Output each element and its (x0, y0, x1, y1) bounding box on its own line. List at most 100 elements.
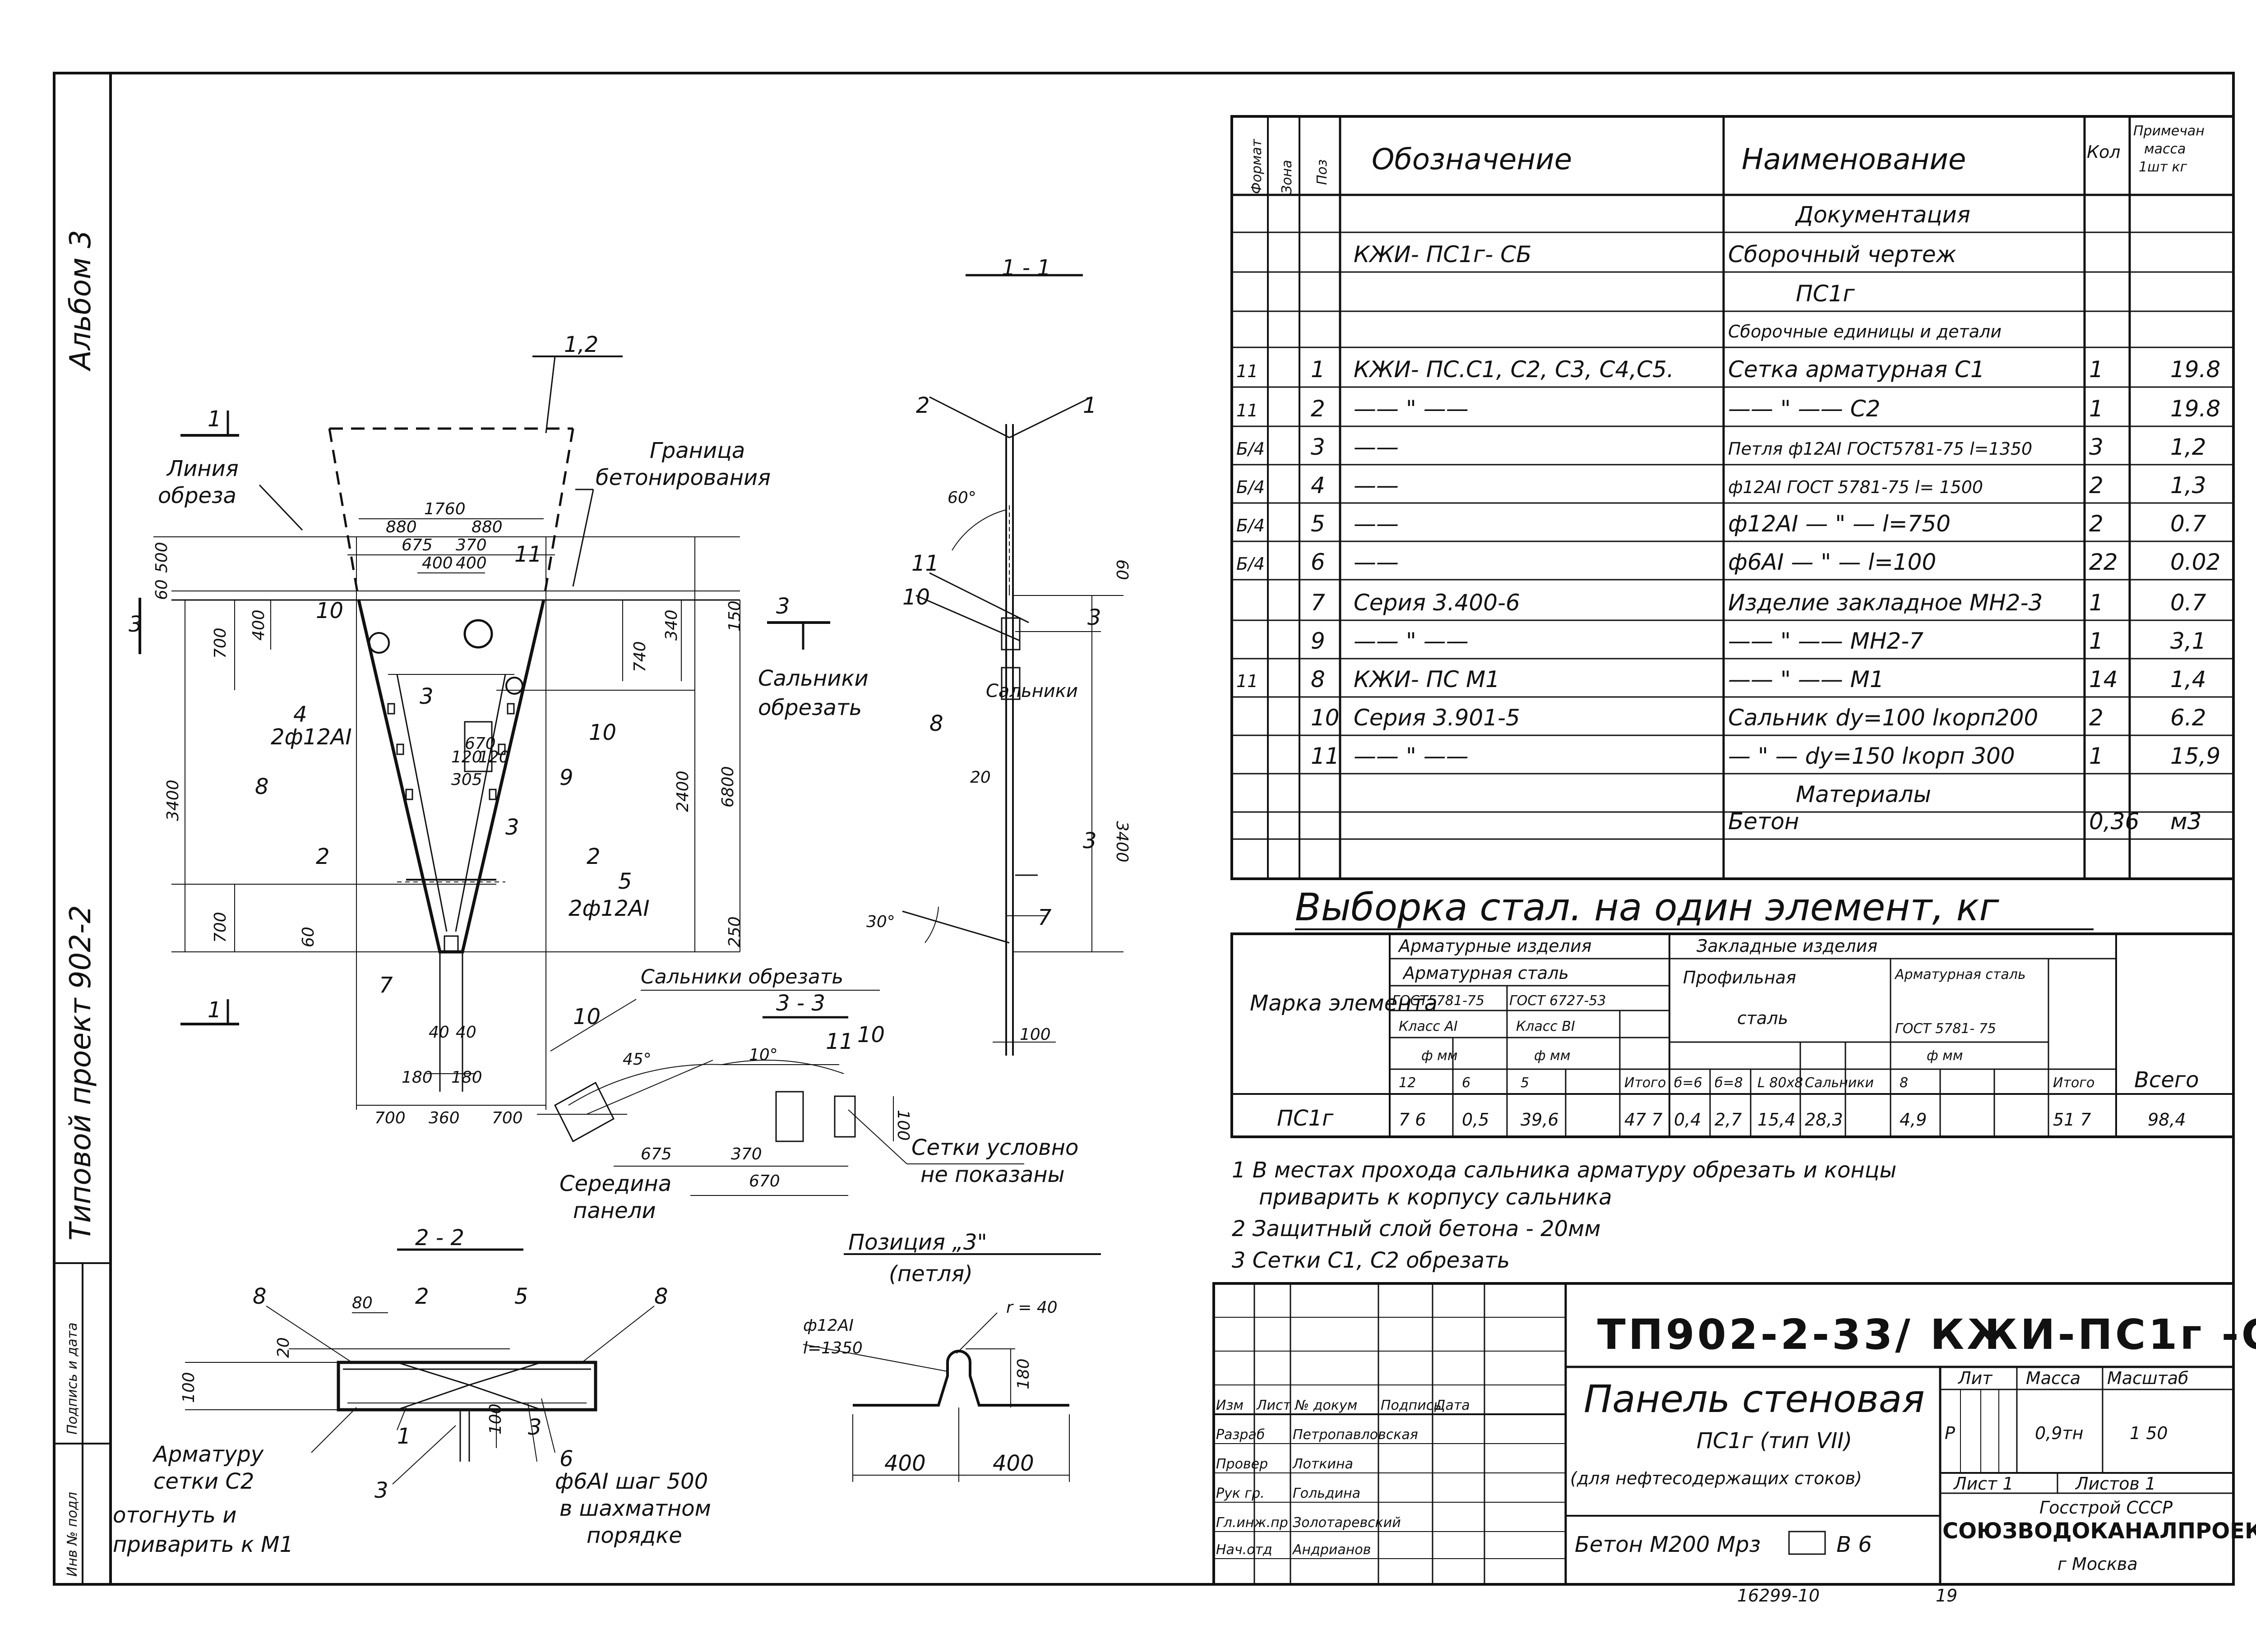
svg-text:10: 10 (573, 1004, 601, 1029)
svg-text:Позиция „3": Позиция „3" (848, 1230, 987, 1255)
side-strip: Альбом 3 Типовой проект 902-2 Инв № подл… (54, 230, 111, 1584)
stamp-sign: Подпись и дата (65, 1323, 80, 1435)
svg-text:Листов 1: Листов 1 (2075, 1474, 2156, 1494)
svg-text:180: 180 (451, 1068, 482, 1087)
spec-cell-designation: —— " —— (1354, 396, 1469, 422)
spec-cell-note: 6.2 (2170, 705, 2206, 731)
svg-text:500: 500 (153, 542, 171, 573)
tb-staff-name: Гольдина (1293, 1486, 1360, 1501)
svg-text:Середина: Середина (559, 1171, 671, 1196)
svg-text:бетонирования: бетонирования (596, 465, 771, 490)
steel-value: 0,5 (1462, 1110, 1489, 1130)
spec-cell-designation: —— " —— (1354, 628, 1469, 654)
steel-subheader: L 80x8 (1757, 1075, 1803, 1091)
svg-text:880: 880 (472, 518, 503, 536)
svg-text:отогнуть и: отогнуть и (113, 1503, 236, 1528)
project-label: Типовой проект 902-2 (64, 905, 97, 1241)
svg-text:Масса: Масса (2026, 1368, 2080, 1388)
spec-cell-qty: 1 (2089, 743, 2103, 769)
section-1-1-labels: 2 1 60° 11 10 3 8 20 3 30° 7 100 3400 60 (866, 393, 1131, 1044)
steel-subheader: 5 (1521, 1075, 1529, 1091)
stamp-inv: Инв № подл (65, 1492, 80, 1577)
tb-staff-role: Провер (1216, 1456, 1268, 1472)
spec-cell-name: Изделие закладное МН2-3 (1728, 590, 2043, 616)
svg-text:СОЮЗВОДОКАНАЛПРОЕКТ: СОЮЗВОДОКАНАЛПРОЕКТ (1942, 1518, 2256, 1544)
svg-text:250: 250 (726, 916, 744, 947)
tb-staff-name: Лоткина (1292, 1456, 1353, 1472)
spec-cell-pos: 5 (1311, 511, 1325, 537)
spec-cell-qty: 14 (2089, 666, 2118, 692)
svg-text:Закладные изделия: Закладные изделия (1697, 936, 1877, 956)
spec-cell-designation: —— (1354, 549, 1399, 575)
tb-staff-name: Золотаревский (1293, 1515, 1401, 1531)
svg-text:сталь: сталь (1737, 1008, 1788, 1028)
steel-subheader: Итого (2053, 1075, 2094, 1091)
tb-head: Дата (1434, 1398, 1470, 1413)
svg-text:Арматуру: Арматуру (152, 1442, 264, 1467)
tb-staff-role: Нач.отд (1216, 1542, 1272, 1558)
spec-cell-format: Б/4 (1236, 439, 1265, 459)
svg-text:масса: масса (2144, 141, 2186, 157)
steel-table (1230, 932, 2235, 1138)
svg-text:в шахматном: в шахматном (559, 1496, 711, 1521)
svg-text:Класс АI: Класс АI (1399, 1019, 1458, 1034)
spec-cell-name: Сальник dу=100 lкорп200 (1728, 705, 2038, 731)
tb-head: Подпись (1381, 1398, 1442, 1413)
svg-text:1: 1 (208, 997, 222, 1023)
note-line: 3 Сетки С1, С2 обрезать (1232, 1248, 1510, 1273)
svg-text:3: 3 (776, 594, 790, 619)
svg-text:400: 400 (422, 554, 453, 572)
svg-text:1: 1 (208, 406, 222, 432)
svg-text:Зона: Зона (1279, 160, 1295, 194)
svg-text:приварить к М1: приварить к М1 (113, 1532, 293, 1557)
svg-text:700: 700 (492, 1109, 523, 1127)
spec-cell-name: ф12АI — " — l=750 (1728, 511, 1951, 537)
svg-text:1: 1 (397, 1424, 411, 1449)
svg-text:(для нефтесодержащих стоков): (для нефтесодержащих стоков) (1570, 1468, 1862, 1488)
steel-value: 39,6 (1521, 1110, 1559, 1130)
svg-text:r = 40: r = 40 (1006, 1298, 1058, 1317)
spec-cell-name: Бетон (1728, 808, 1799, 835)
spec-cell-pos: 4 (1311, 472, 1325, 498)
svg-text:7: 7 (1038, 905, 1052, 930)
spec-cell-qty: 3 (2089, 434, 2103, 460)
notes: 1 В местах прохода сальника арматуру обр… (1232, 1158, 1896, 1273)
tb-staff-role: Гл.инж.пр (1216, 1515, 1288, 1531)
section-3-3 (537, 990, 1024, 1196)
spec-cell-name: Материалы (1796, 781, 1931, 808)
svg-text:3: 3 (420, 684, 434, 709)
svg-text:Лист 1: Лист 1 (1953, 1474, 2014, 1494)
spec-cell-format: Б/4 (1236, 477, 1265, 497)
svg-text:400: 400 (456, 554, 487, 572)
svg-text:10: 10 (857, 1022, 885, 1047)
svg-text:3: 3 (528, 1415, 542, 1440)
svg-text:Р: Р (1945, 1423, 1955, 1443)
svg-text:Бетон М200 Мрз: Бетон М200 Мрз (1575, 1532, 1761, 1557)
spec-cell-qty: 1 (2089, 590, 2103, 616)
spec-cell-name: Документация (1795, 202, 1970, 228)
spec-cell-qty: 2 (2089, 511, 2103, 537)
drawing-code: ТП902-2-33/ КЖИ-ПС1г -СБ (1597, 1311, 2256, 1359)
svg-text:3: 3 (505, 815, 519, 840)
svg-text:3 - 3: 3 - 3 (776, 991, 825, 1016)
spec-cell-note: 15,9 (2170, 743, 2220, 769)
spec-cell-format: Б/4 (1236, 516, 1265, 535)
svg-text:700: 700 (374, 1109, 406, 1127)
svg-text:11: 11 (514, 542, 542, 567)
svg-text:675: 675 (402, 536, 433, 554)
spec-cell-name: ф12АI ГОСТ 5781-75 l= 1500 (1728, 477, 1983, 497)
svg-text:ф мм: ф мм (1421, 1048, 1457, 1064)
svg-text:1,2: 1,2 (564, 332, 598, 357)
svg-text:2: 2 (587, 844, 601, 869)
svg-text:г Москва: г Москва (2057, 1554, 2138, 1574)
svg-text:8: 8 (253, 1284, 267, 1309)
svg-text:Сетки условно: Сетки условно (911, 1135, 1078, 1160)
svg-text:Всего: Всего (2134, 1067, 2199, 1093)
spec-cell-note: 1,3 (2170, 472, 2206, 498)
svg-text:обреза: обреза (158, 483, 236, 508)
spec-cell-pos: 7 (1311, 590, 1325, 616)
svg-text:обрезать: обрезать (758, 695, 862, 720)
svg-text:Панель стеновая: Панель стеновая (1584, 1377, 1925, 1421)
svg-text:8: 8 (929, 711, 943, 736)
svg-text:1 50: 1 50 (2130, 1423, 2168, 1443)
